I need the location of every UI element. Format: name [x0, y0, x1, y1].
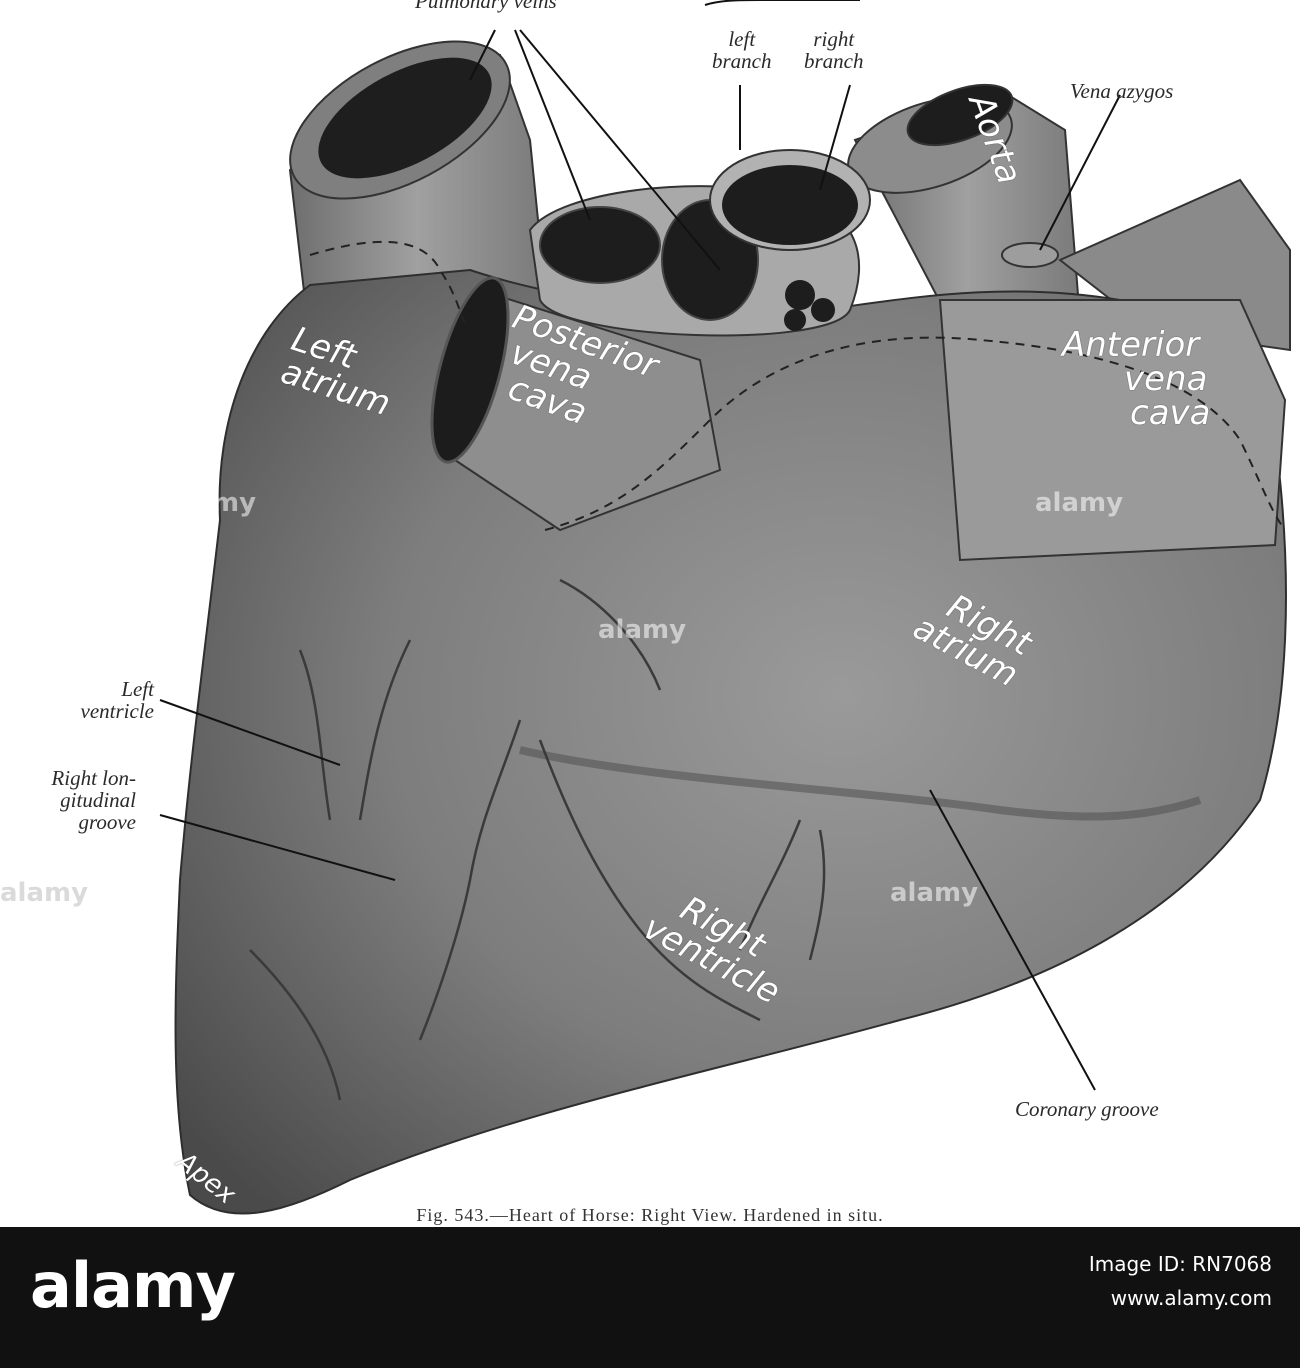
image-id: Image ID: RN7068	[1088, 1252, 1272, 1276]
stock-footer: alamy Image ID: RN7068 www.alamy.com	[0, 1227, 1300, 1368]
aorta-vessel	[847, 83, 1082, 342]
image-id-block: Image ID: RN7068 www.alamy.com	[1089, 1247, 1272, 1315]
label-coronary-groove: Coronary groove	[1015, 1097, 1159, 1121]
label-right-branch: right branch	[804, 28, 864, 72]
pulmonary-artery-bracket	[704, 0, 860, 6]
site-url: www.alamy.com	[1110, 1286, 1272, 1310]
organ-label-avc-line2: vena	[1124, 359, 1208, 399]
label-right-longitudinal-groove: Right lon- gitudinal groove	[0, 767, 136, 833]
watermark: alamy	[1035, 488, 1124, 518]
posterior-vena-cava	[430, 276, 722, 532]
label-right-branch-line2: branch	[804, 49, 864, 74]
label-right-branch-line1: right	[813, 27, 855, 51]
label-left-ventricle-line2: ventricle	[80, 699, 154, 724]
label-vena-azygos: Vena azygos	[1070, 79, 1174, 103]
watermark: alamy	[1195, 95, 1284, 125]
alamy-logo: alamy	[30, 1249, 236, 1322]
organ-label-avc-line3: cava	[1130, 393, 1211, 433]
watermark: alamy	[598, 95, 687, 125]
surface-vessels	[249, 578, 826, 1101]
watermark: alamy	[0, 95, 89, 125]
label-left-ventricle-line1: Left	[121, 677, 154, 701]
label-left-branch-line2: branch	[712, 49, 772, 74]
organ-label-anterior-vena-cava: Anterior vena cava	[1062, 328, 1210, 430]
organ-label-avc-line1: Anterior	[1062, 325, 1200, 365]
anterior-vena-cava	[938, 299, 1287, 562]
label-left-ventricle: Left ventricle	[54, 678, 154, 722]
label-rlg-line2: gitudinal	[60, 788, 136, 813]
label-rlg-line1: Right lon-	[51, 766, 136, 790]
label-left-branch: left branch	[712, 28, 772, 72]
watermark: alamy	[890, 878, 979, 908]
watermark: alamy	[0, 878, 89, 908]
coronary-groove-band	[519, 746, 1202, 821]
figure-caption: Fig. 543.—Heart of Horse: Right View. Ha…	[416, 1205, 884, 1225]
label-pulmonary-veins: Pulmonary veins	[415, 0, 557, 13]
vessel-openings	[528, 149, 871, 337]
vena-azygos-stub	[1001, 242, 1059, 268]
left-atrium-boundary	[309, 240, 471, 331]
watermark: alamy	[168, 488, 257, 518]
leader-lines	[159, 29, 1121, 1091]
label-left-branch-line1: left	[728, 27, 756, 51]
pulmonary-vein-trunk	[288, 40, 547, 302]
label-rlg-line3: groove	[78, 810, 136, 835]
watermark: alamy	[598, 615, 687, 645]
